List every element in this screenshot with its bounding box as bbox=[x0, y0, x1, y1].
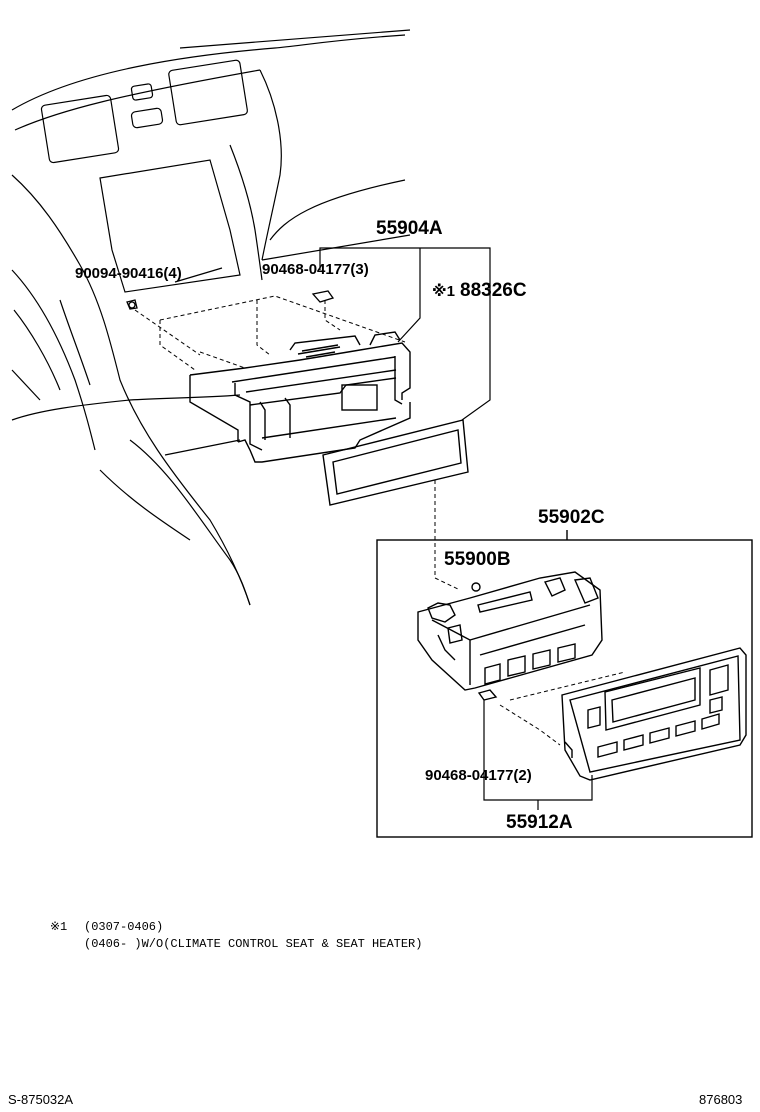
dashed-guides bbox=[134, 295, 626, 746]
bracket-assembly-drawing bbox=[189, 331, 411, 463]
part-label-55904a: 55904A bbox=[376, 218, 443, 239]
note-line-1: (0307-0406) bbox=[84, 920, 163, 934]
part-label-90468-bottom: 90468-04177(2) bbox=[425, 767, 532, 784]
part-label-55912a: 55912A bbox=[506, 812, 573, 833]
part-label-55902c: 55902C bbox=[538, 507, 605, 528]
note-line-2: (0406- )W/O(CLIMATE CONTROL SEAT & SEAT … bbox=[84, 937, 422, 951]
note-mark: ※1 bbox=[50, 920, 67, 934]
part-label-55900b: 55900B bbox=[444, 549, 511, 570]
cover-panel-drawing bbox=[322, 419, 469, 506]
leader-lines-top bbox=[174, 247, 491, 421]
dashboard-outline bbox=[11, 29, 411, 606]
control-unit-drawing bbox=[417, 571, 603, 701]
part-label-90468-top: 90468-04177(3) bbox=[262, 261, 369, 278]
leader-lines-bottom bbox=[483, 700, 593, 810]
bezel-panel-drawing bbox=[561, 647, 747, 781]
assembly-box bbox=[376, 530, 753, 838]
part-label-88326c-mark: ※1 bbox=[432, 282, 455, 300]
part-label-90094-90416: 90094-90416(4) bbox=[75, 265, 182, 282]
footer-left-code: S-875032A bbox=[8, 1092, 73, 1107]
part-label-88326c: 88326C bbox=[460, 280, 527, 301]
clip-and-screw-drawing bbox=[126, 290, 335, 310]
footer-right-code: 876803 bbox=[699, 1092, 742, 1107]
